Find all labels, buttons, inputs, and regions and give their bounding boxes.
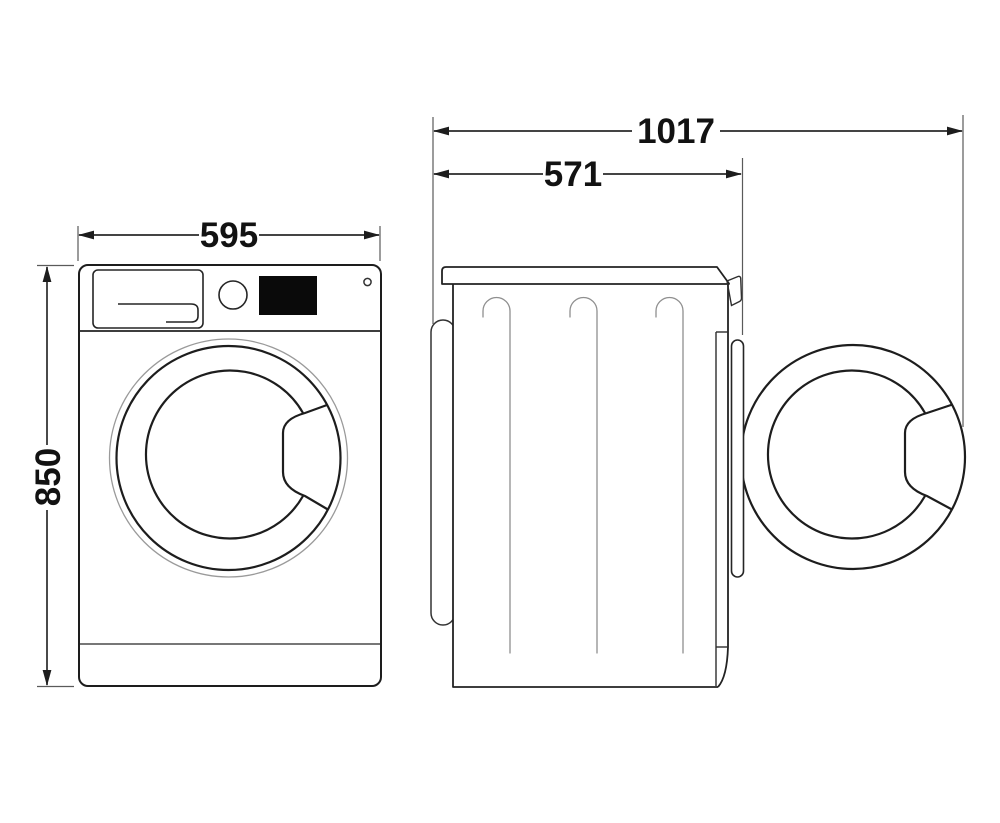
- door-outer-ring: [108, 338, 349, 578]
- side-body-outline: [452, 283, 718, 688]
- height-value-label: 850: [29, 448, 68, 506]
- display-screen: [259, 276, 317, 315]
- side-groove-2: [569, 296, 598, 654]
- dimensions: 595 850 1017: [29, 112, 964, 688]
- dimension-depth: 571: [433, 155, 742, 194]
- arrow-right-icon: [364, 230, 380, 240]
- side-groove-3: [655, 296, 684, 654]
- side-groove-1: [482, 296, 511, 654]
- detergent-drawer-handle: [118, 303, 199, 323]
- arrow-left-icon: [433, 126, 449, 136]
- door-glass-ring: [144, 369, 305, 540]
- power-indicator: [363, 277, 372, 287]
- door-bezel-strip: [730, 339, 745, 578]
- open-door-handle: [903, 403, 953, 511]
- side-body-fill: [453, 283, 728, 687]
- rear-bulge: [430, 319, 456, 626]
- depth-door-open-value-label: 1017: [637, 112, 715, 151]
- width-value-label: 595: [200, 216, 258, 255]
- front-cabinet-outline: [78, 264, 382, 687]
- arrow-up-icon: [42, 266, 52, 282]
- dimension-depth-door-open: 1017: [433, 112, 963, 151]
- arrow-left-icon: [433, 169, 449, 179]
- open-door-ring: [739, 343, 967, 571]
- dimension-height: 850: [29, 266, 68, 686]
- depth-value-label: 571: [544, 155, 602, 194]
- arrow-right-icon: [726, 169, 742, 179]
- side-view: [430, 266, 967, 688]
- front-view: [78, 264, 382, 687]
- open-door-glass-ring: [766, 369, 927, 540]
- arrow-left-icon: [78, 230, 94, 240]
- dimension-width: 595: [78, 216, 380, 255]
- program-knob: [218, 280, 248, 310]
- door-handle: [281, 403, 329, 511]
- top-lid: [441, 266, 730, 285]
- detergent-drawer: [92, 269, 204, 329]
- side-knob: [726, 275, 743, 307]
- arrow-down-icon: [42, 670, 52, 686]
- door-bold-ring: [115, 344, 342, 572]
- arrow-right-icon: [947, 126, 963, 136]
